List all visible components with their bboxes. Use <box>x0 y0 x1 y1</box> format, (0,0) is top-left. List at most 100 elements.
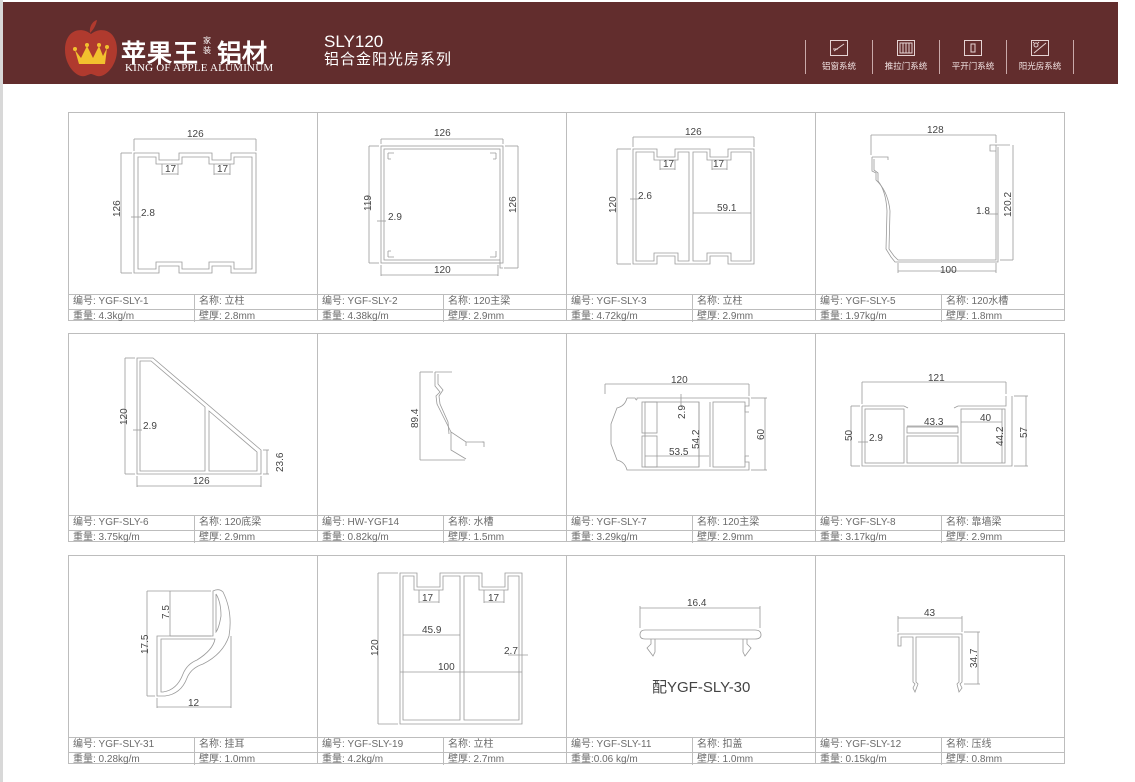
dim-label: 16.4 <box>687 598 707 609</box>
nav-item-sliding-door-system[interactable]: 推拉门系统 <box>873 38 939 74</box>
nav-item-window-system[interactable]: 铝窗系统 <box>806 38 872 74</box>
dim-label: 2.9 <box>143 421 157 432</box>
dim-label: 17 <box>663 159 675 170</box>
profile-weight: 重量: 3.17kg/m <box>816 530 942 543</box>
dim-label: 17 <box>713 159 725 170</box>
brand-name-cn-suffix: 铝材 <box>217 40 268 68</box>
dim-label: 7.5 <box>161 605 172 619</box>
dim-label: 100 <box>940 265 957 276</box>
dim-label: 126 <box>187 129 204 140</box>
dim-label: 40 <box>980 413 992 424</box>
profile-drawing-ygf-sly-7: 120 2.9 54.2 60 53.5 <box>604 375 767 471</box>
dim-label: 44.2 <box>995 426 1006 446</box>
profile-name: 名称: 立柱 <box>199 296 245 307</box>
profile-thickness: 壁厚: 2.9mm <box>697 531 754 543</box>
dim-label: 120 <box>434 265 451 276</box>
dim-label: 23.6 <box>275 452 286 472</box>
profile-code: 编号: YGF-SLY-6 <box>69 516 195 530</box>
dim-label: 34.7 <box>969 648 980 668</box>
dim-label: 119 <box>363 195 374 211</box>
apple-crown-icon <box>65 20 117 77</box>
profile-code: 编号: YGF-SLY-2 <box>318 295 444 309</box>
dim-label: 17 <box>488 593 500 604</box>
dim-label: 126 <box>112 200 123 217</box>
profile-drawing-ygf-sly-31: 7.5 17.5 12 <box>140 589 232 709</box>
dim-label: 120 <box>119 408 130 425</box>
dim-label: 126 <box>508 196 519 213</box>
profile-weight: 重量: 0.15kg/m <box>816 752 942 765</box>
profile-name: 名称: 挂耳 <box>199 739 245 750</box>
dim-label: 12 <box>188 698 200 709</box>
dim-label: 121 <box>928 373 945 384</box>
profile-name: 名称: 120主梁 <box>448 296 511 307</box>
profile-drawing-ygf-sly-1: 126 126 17 17 2.8 <box>112 129 257 274</box>
profile-name: 名称: 压线 <box>946 739 992 750</box>
nav-label: 铝窗系统 <box>821 61 856 71</box>
dim-label: 89.4 <box>410 408 421 428</box>
nav-label: 推拉门系统 <box>884 61 928 71</box>
profile-card: 121 50 2.9 43.3 40 44.2 57 编号: YGF-SLY-8… <box>815 333 1065 543</box>
brand-logo: 苹果王 家装 铝材 KING OF APPLE ALUMINUM <box>63 18 293 78</box>
profile-code: 编号: YGF-SLY-8 <box>816 516 942 530</box>
brand-tag: 家装 <box>203 36 211 55</box>
dim-label: 17 <box>217 164 229 175</box>
profile-code: 编号: YGF-SLY-19 <box>318 738 444 752</box>
profile-thickness: 壁厚: 0.8mm <box>946 753 1003 765</box>
profile-weight: 重量: 3.29kg/m <box>567 530 693 543</box>
dim-label: 2.6 <box>638 191 652 202</box>
dim-label: 50 <box>844 429 855 441</box>
profile-name: 名称: 扣盖 <box>697 739 743 750</box>
system-nav: 铝窗系统 推拉门系统 平开门系统 阳光房系统 <box>805 38 1074 74</box>
profile-name: 名称: 立柱 <box>448 739 494 750</box>
dim-label: 43 <box>924 608 936 619</box>
nav-item-sunroom-system[interactable]: 阳光房系统 <box>1007 38 1073 74</box>
dim-label: 2.9 <box>677 405 688 419</box>
profile-thickness: 壁厚: 2.9mm <box>448 310 505 322</box>
profile-info-table: 编号: YGF-SLY-12 名称: 压线 重量: 0.15kg/m 壁厚: 0.8… <box>816 737 1065 765</box>
nav-label: 阳光房系统 <box>1018 61 1062 71</box>
profile-name: 名称: 120底梁 <box>199 517 262 528</box>
profile-name: 名称: 立柱 <box>697 296 743 307</box>
dim-label: 1.8 <box>976 206 990 217</box>
page-left-border <box>0 0 3 782</box>
profile-drawing-ygf-sly-8: 121 50 2.9 43.3 40 44.2 57 <box>844 373 1030 467</box>
profile-drawing-ygf-sly-6: 120 2.9 23.6 126 <box>119 357 286 487</box>
profile-thickness: 壁厚: 2.9mm <box>697 310 754 322</box>
profile-code: 编号: YGF-SLY-12 <box>816 738 942 752</box>
dim-label: 126 <box>193 476 210 487</box>
nav-divider <box>1006 40 1007 74</box>
nav-divider <box>1073 40 1074 74</box>
dim-label: 17 <box>422 593 434 604</box>
dim-label: 120 <box>608 196 619 213</box>
profile-name: 名称: 120水槽 <box>946 296 1009 307</box>
profile-weight: 重量: 4.72kg/m <box>567 309 693 322</box>
nav-item-casement-door-system[interactable]: 平开门系统 <box>940 38 1006 74</box>
dim-label: 126 <box>685 127 702 138</box>
profile-thickness: 壁厚: 1.0mm <box>697 753 754 765</box>
profile-thickness: 壁厚: 1.0mm <box>199 753 256 765</box>
profile-weight: 重量: 4.2kg/m <box>318 752 444 765</box>
profile-name: 名称: 靠墙梁 <box>946 517 1002 528</box>
dim-label: 2.7 <box>504 646 518 657</box>
profile-drawing-ygf-sly-3: 126 120 17 17 2.6 59.1 <box>608 127 755 265</box>
profile-drawing-hw-ygf14: 89.4 <box>410 371 485 461</box>
profile-weight: 重量: 4.3kg/m <box>69 309 195 322</box>
profile-code: 编号: YGF-SLY-31 <box>69 738 195 752</box>
header-banner: 苹果王 家装 铝材 KING OF APPLE ALUMINUM SLY120 … <box>3 2 1118 84</box>
